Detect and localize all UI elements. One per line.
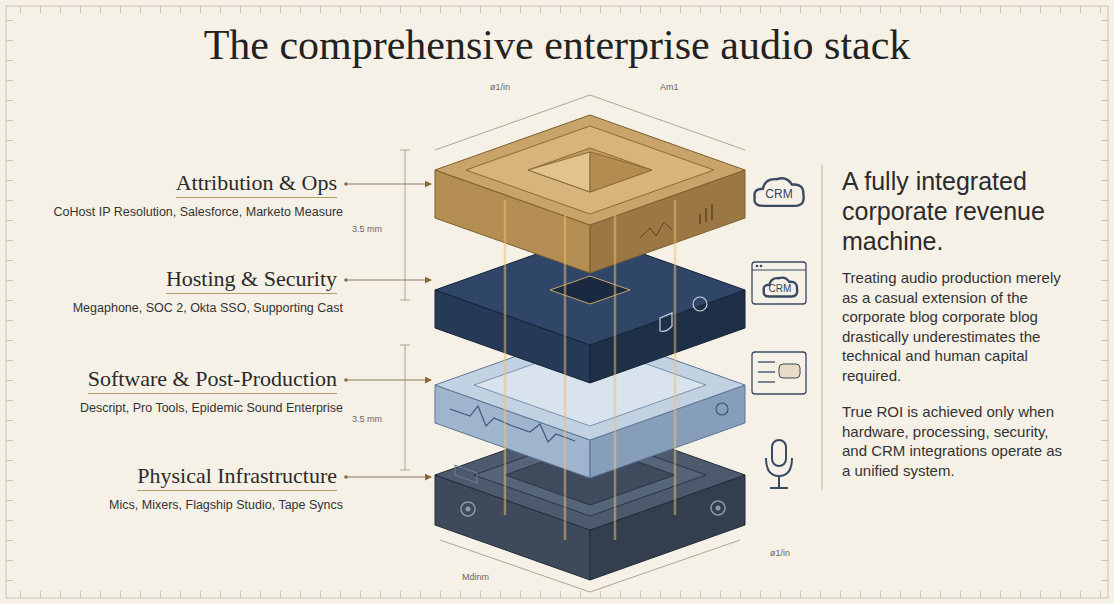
dimension-tick <box>400 470 410 471</box>
bar-symbol <box>711 204 713 220</box>
mic-icon <box>772 440 786 466</box>
dimension-label-box: ø1/in <box>770 548 790 559</box>
layer-detail: Megaphone, SOC 2, Okta SSO, Supporting C… <box>73 301 343 315</box>
pyramid-face <box>590 152 652 192</box>
layer-top <box>435 115 745 225</box>
light-column <box>504 200 507 515</box>
leader-line <box>346 477 431 478</box>
gear-symbol <box>466 507 471 512</box>
panel-rule <box>821 165 822 490</box>
layer-heading-box: Software & Post-Production <box>88 366 337 394</box>
dimension-tick <box>400 300 410 301</box>
dimension-label-box: ø1/in <box>490 82 510 93</box>
layer-detail-box: Megaphone, SOC 2, Okta SSO, Supporting C… <box>73 301 343 315</box>
leader-line <box>346 184 431 185</box>
pyramid-face <box>528 152 590 192</box>
layer-heading-box: Physical Infrastructure <box>137 463 337 491</box>
title-box: The comprehensive enterprise audio stack <box>0 20 1114 70</box>
layer-heading: Hosting & Security <box>166 266 337 294</box>
dimension-line <box>405 345 406 470</box>
list-line <box>758 381 775 382</box>
layer-heading: Software & Post-Production <box>88 366 337 394</box>
light-column <box>614 215 617 540</box>
leader-line <box>346 280 431 281</box>
chat-bubble <box>779 364 800 378</box>
cloud-outline <box>763 278 797 297</box>
layer-heading: Physical Infrastructure <box>137 463 337 491</box>
light-column <box>564 215 567 540</box>
layer-heading-box: Attribution & Ops <box>176 170 337 198</box>
dimension-tick <box>400 345 410 346</box>
mic-icon <box>770 487 788 489</box>
node-text: CRM <box>765 184 792 201</box>
chip-symbol <box>550 276 630 304</box>
frame-ticks <box>6 6 1108 13</box>
browser-bar <box>752 270 806 271</box>
pyramid-base <box>528 148 652 192</box>
crm-cloud: CRM <box>752 176 806 208</box>
dimension-label-box: Am1 <box>660 82 679 93</box>
bar-symbol <box>705 208 707 222</box>
layer-heading-box: Hosting & Security <box>166 266 337 294</box>
chart-symbol <box>640 222 672 238</box>
leader-line <box>346 380 431 381</box>
mic-icon <box>766 458 792 476</box>
port-symbol <box>455 465 477 483</box>
dimension-label: 3.5 mm <box>352 224 382 235</box>
frame-ticks <box>6 591 1108 598</box>
list-line <box>758 361 775 362</box>
panel-body: True ROI is achieved only when hardware,… <box>842 402 1068 480</box>
frame-ticks <box>1101 6 1108 598</box>
dimension-label-box: 3.5 mm <box>352 414 382 425</box>
dimension-label: Am1 <box>660 82 679 93</box>
layer-inset <box>466 126 714 214</box>
light-column <box>674 200 677 515</box>
waveform-symbol <box>450 406 575 442</box>
layer-detail: CoHost IP Resolution, Salesforce, Market… <box>54 205 343 219</box>
page-frame <box>6 6 1108 598</box>
panel-body: Treating audio production merely as a ca… <box>842 268 1068 385</box>
dimension-tick <box>400 150 410 151</box>
dimension-label-box: 3.5 mm <box>352 224 382 235</box>
list-icon <box>752 352 806 394</box>
browser-dot <box>760 265 763 268</box>
mic-icon <box>778 476 780 488</box>
layer-detail: Mics, Mixers, Flagship Studio, Tape Sync… <box>109 498 343 512</box>
cloud-outline <box>754 178 803 206</box>
bar-symbol <box>699 214 701 224</box>
browser-icon <box>752 262 806 304</box>
layer-detail: Descript, Pro Tools, Epidemic Sound Ente… <box>80 401 343 415</box>
dimension-label: 3.5 mm <box>352 414 382 425</box>
dimension-label: ø1/in <box>490 82 510 93</box>
panel-heading: A fully integrated corporate revenue mac… <box>842 166 1092 256</box>
shield-symbol <box>660 313 672 331</box>
gear-symbol <box>461 502 475 516</box>
layer-detail-box: CoHost IP Resolution, Salesforce, Market… <box>54 205 343 219</box>
layer-detail-box: Descript, Pro Tools, Epidemic Sound Ente… <box>80 401 343 415</box>
dimension-label: ø1/in <box>770 548 790 559</box>
frame-ticks <box>6 6 13 598</box>
browser-dot <box>756 265 759 268</box>
dimension-line <box>405 150 406 300</box>
gear-symbol <box>716 403 728 415</box>
panel-heading-box: A fully integrated corporate revenue mac… <box>842 166 1092 256</box>
crm-cloud: CRM <box>762 276 799 298</box>
layer-detail-box: Mics, Mixers, Flagship Studio, Tape Sync… <box>109 498 343 512</box>
panel-body-box: True ROI is achieved only when hardware,… <box>842 402 1068 480</box>
layer-heading: Attribution & Ops <box>176 170 337 198</box>
dimension-label-box: Mdinm <box>462 572 489 583</box>
node-text: CRM <box>769 280 792 294</box>
list-line <box>758 371 775 372</box>
gear-symbol <box>716 506 721 511</box>
panel-body-box: Treating audio production merely as a ca… <box>842 268 1068 385</box>
gear-symbol <box>711 501 725 515</box>
title: The comprehensive enterprise audio stack <box>0 20 1114 70</box>
globe-symbol <box>693 297 707 311</box>
dimension-label: Mdinm <box>462 572 489 583</box>
